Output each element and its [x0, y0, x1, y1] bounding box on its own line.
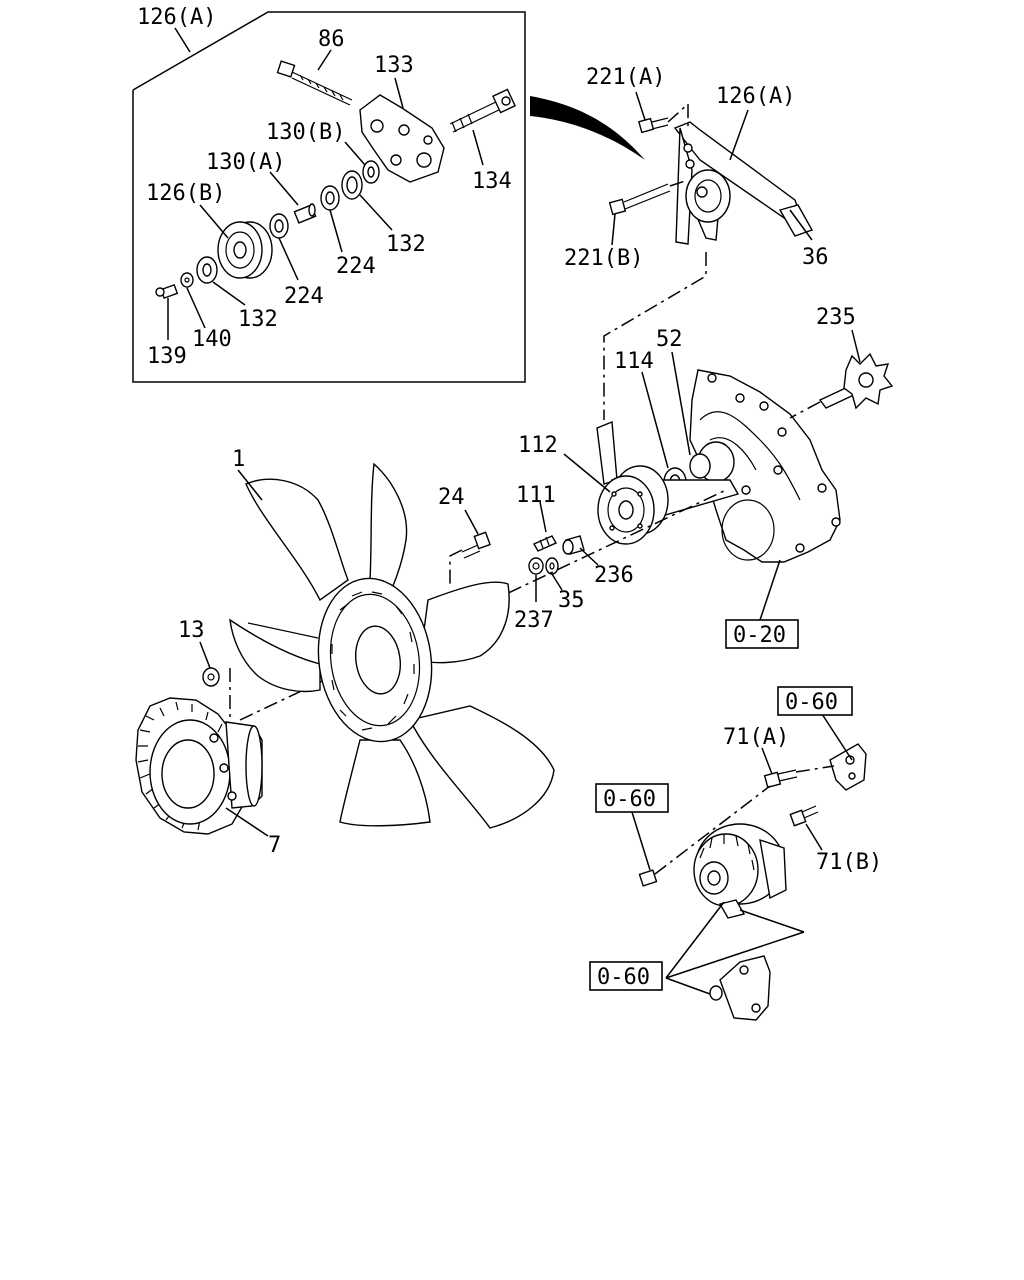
label-139: 139: [147, 344, 187, 369]
bearing-132-lower: [196, 256, 218, 284]
ref-0-60-mid-label: 0-60: [603, 787, 656, 812]
bracket-126a-assembly: [673, 121, 814, 245]
label-86: 86: [318, 27, 345, 52]
label-36: 36: [802, 245, 829, 270]
bolt-221a: [638, 117, 669, 134]
ref-0-60-bottom-label: 0-60: [597, 965, 650, 990]
bolt-24: [461, 531, 491, 559]
label-1: 1: [232, 447, 245, 472]
label-71a: 71(A): [723, 725, 789, 750]
nut-140: [180, 272, 194, 288]
label-52: 52: [656, 327, 683, 352]
nut-13: [202, 667, 220, 687]
reference-box-0-60-bottom[interactable]: 0-60: [589, 961, 663, 991]
label-132-upper: 132: [386, 232, 426, 257]
bolt-86: [276, 60, 353, 106]
idler-pulley-inset: [132, 11, 526, 383]
fan-pulley-112: [596, 420, 740, 545]
bolt-71b: [789, 805, 819, 827]
label-7: 7: [268, 833, 281, 858]
alternator: [693, 823, 787, 919]
label-130b: 130(B): [266, 120, 345, 145]
ref-0-20-label: 0-20: [733, 623, 786, 648]
bolt-134: [449, 88, 516, 133]
ref-0-60-top-label: 0-60: [785, 690, 838, 715]
reference-box-0-20[interactable]: 0-20: [725, 619, 799, 649]
label-224-upper: 224: [336, 254, 376, 279]
label-112: 112: [518, 433, 558, 458]
label-111: 111: [516, 483, 556, 508]
bolt-71a: [763, 769, 798, 789]
label-24: 24: [438, 485, 465, 510]
label-140: 140: [192, 327, 232, 352]
label-237: 237: [514, 608, 554, 633]
nut-237: [528, 557, 544, 575]
shaft-235: [818, 352, 894, 410]
alternator-bracket: [709, 955, 771, 1021]
spacer-236: [562, 535, 585, 555]
part-52: [689, 453, 711, 479]
label-130a: 130(A): [206, 150, 285, 175]
label-221b: 221(B): [564, 246, 643, 271]
stud-111: [533, 535, 557, 552]
reference-box-0-60-mid[interactable]: 0-60: [595, 783, 669, 813]
idler-pulley-126b: [217, 221, 273, 279]
label-224-lower: 224: [284, 284, 324, 309]
spacer-130a: [293, 203, 317, 224]
label-221a: 221(A): [586, 65, 665, 90]
label-134: 134: [472, 169, 512, 194]
bolt-alternator-mount: [638, 869, 658, 887]
label-126a-right: 126(A): [716, 84, 795, 109]
cooling-fan-1: [229, 462, 555, 829]
label-126b: 126(B): [146, 181, 225, 206]
bracket-133: [359, 94, 445, 183]
grease-nipple-139: [155, 283, 179, 299]
label-114: 114: [614, 349, 654, 374]
label-126a-top: 126(A): [137, 5, 216, 30]
bearing-224-upper: [320, 185, 340, 211]
fan-clutch-7: [135, 697, 263, 835]
label-13: 13: [178, 618, 205, 643]
label-235: 235: [816, 305, 856, 330]
bolt-221b: [608, 183, 671, 216]
label-133: 133: [374, 53, 414, 78]
callout-labels: 126(A) 86 133 130(B) 130(A) 126(B) 134 1…: [137, 5, 882, 875]
label-132-lower: 132: [238, 307, 278, 332]
detail-arrow: [530, 96, 645, 160]
reference-box-0-60-top[interactable]: 0-60: [777, 686, 853, 716]
bearing-132-upper: [341, 170, 363, 200]
label-35: 35: [558, 588, 585, 613]
label-71b: 71(B): [816, 850, 882, 875]
label-236: 236: [594, 563, 634, 588]
bearing-224-lower: [269, 213, 289, 239]
front-cover: [689, 369, 841, 563]
adjusting-plate: [829, 743, 867, 791]
washer-130b: [362, 160, 380, 184]
